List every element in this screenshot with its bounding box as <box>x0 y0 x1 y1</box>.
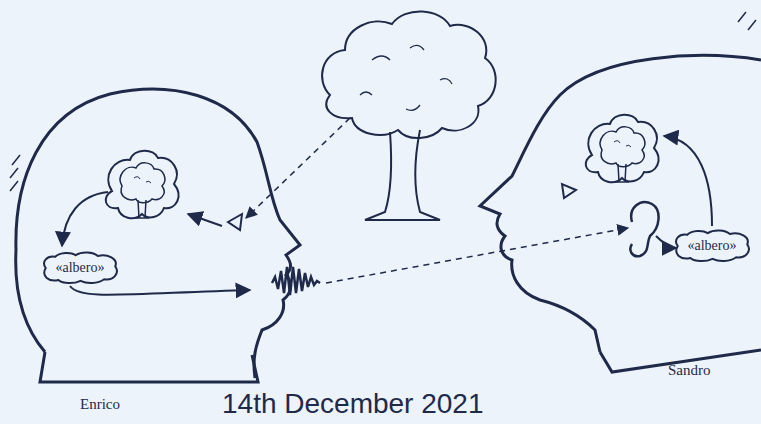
eye <box>228 214 242 230</box>
arrow <box>656 236 676 248</box>
arrow <box>664 136 712 226</box>
date-label: 14th December 2021 <box>222 388 484 420</box>
sandro-head <box>480 12 761 372</box>
cloud-word: «albero» <box>688 238 737 254</box>
arrow <box>188 214 222 226</box>
enrico-head <box>10 89 300 382</box>
cloud-word: «albero» <box>56 260 105 276</box>
eye <box>562 184 576 198</box>
sight-line <box>246 118 350 218</box>
tree <box>322 11 496 220</box>
person-name: Sandro <box>668 362 711 379</box>
arrow <box>70 286 250 295</box>
sound-wave <box>272 267 320 295</box>
word-cloud: «albero» <box>41 252 120 284</box>
arrow <box>62 192 108 246</box>
sound-line <box>326 228 628 283</box>
word-cloud: «albero» <box>673 230 752 262</box>
person-name: Enrico <box>80 396 120 413</box>
